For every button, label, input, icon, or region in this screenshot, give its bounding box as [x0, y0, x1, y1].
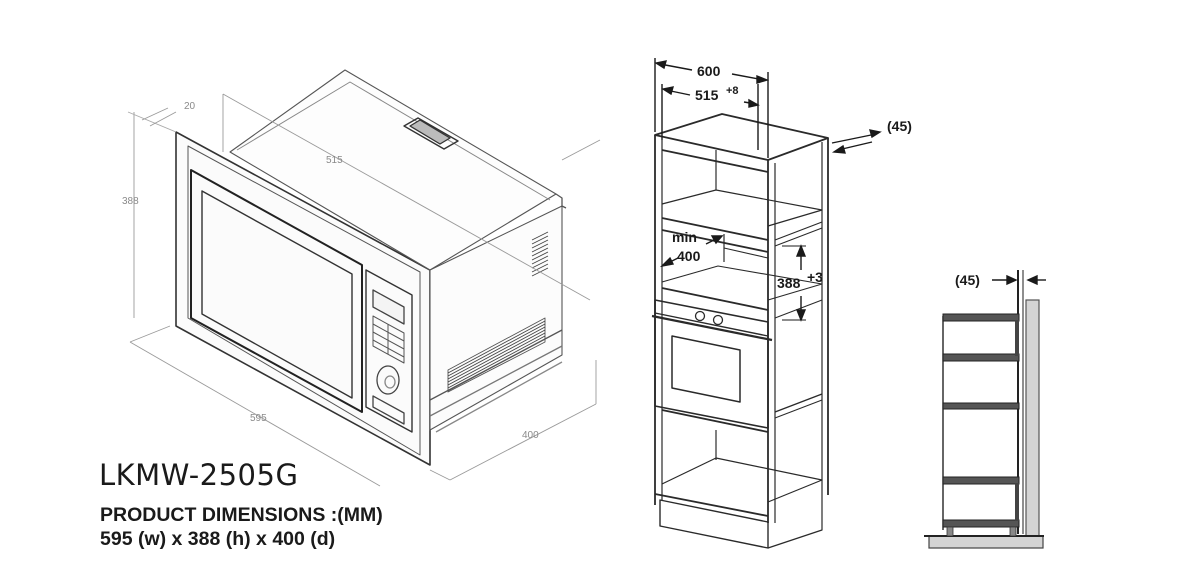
wall-panel — [1025, 299, 1040, 537]
label-section-rear-gap: (45) — [955, 272, 980, 288]
shelf-2 — [942, 353, 1020, 362]
label-min-depth: 400 — [677, 248, 701, 264]
label-opening-width: 515 — [695, 87, 719, 103]
label-opening-width-tolerance: +8 — [726, 85, 739, 97]
side-vent-top — [531, 231, 549, 277]
oven-window — [671, 335, 741, 403]
shelf-4 — [942, 476, 1020, 485]
label-rear-gap: (45) — [887, 118, 912, 134]
label-height: 388 — [122, 196, 139, 207]
model-number: LKMW-2505G — [99, 458, 299, 492]
label-min: min — [672, 229, 697, 245]
dimensions-heading: PRODUCT DIMENSIONS :(MM) — [100, 504, 383, 526]
microwave-dial — [376, 365, 400, 395]
microwave-door-button — [372, 395, 405, 425]
oven-front — [654, 299, 769, 429]
label-depth: 400 — [522, 430, 539, 441]
side-vent-bottom — [447, 317, 546, 393]
label-width: 595 — [250, 413, 267, 424]
microwave-door — [190, 169, 363, 413]
label-cabinet-width: 600 — [697, 63, 721, 79]
oven-knob-left — [694, 310, 706, 322]
shelf-5 — [942, 519, 1020, 528]
microwave-window — [201, 190, 353, 399]
floor — [928, 535, 1044, 549]
label-frame-depth: 20 — [184, 101, 196, 112]
dimensions-text: 595 (w) x 388 (h) x 400 (d) — [100, 528, 336, 550]
shelf-1 — [942, 313, 1020, 322]
top-vent — [403, 117, 459, 150]
microwave-display — [372, 289, 405, 325]
label-opening-height: 388 — [777, 275, 801, 291]
label-opening-height-tolerance: +3 — [807, 269, 823, 285]
microwave-control-panel — [365, 269, 413, 433]
shelf-3 — [942, 402, 1020, 410]
oven-knob-right — [712, 314, 724, 326]
label-body-width: 515 — [326, 155, 343, 166]
